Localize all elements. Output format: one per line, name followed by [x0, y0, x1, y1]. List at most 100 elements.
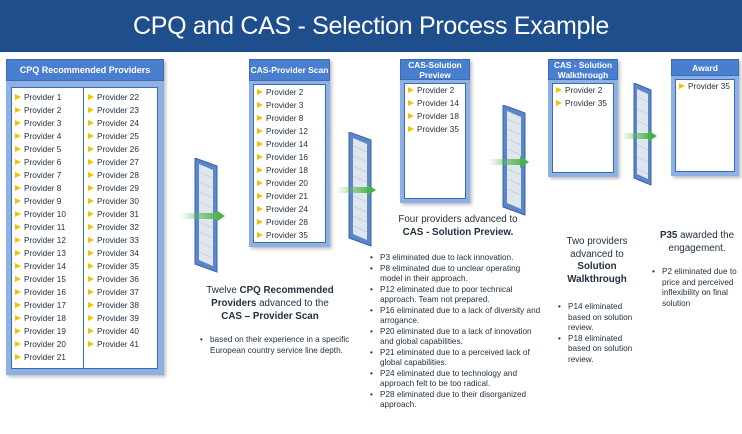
- bullet-triangle-icon: [88, 276, 94, 282]
- cpq-providers-panel: CPQ Recommended Providers Provider 1 Prov…: [6, 59, 164, 375]
- stage3-bullets: P14 eliminated based on solution review.…: [558, 302, 640, 365]
- provider-name: Provider 2: [417, 86, 455, 95]
- provider-scan-title: CAS-Provider Scan: [249, 59, 330, 81]
- stage4-line1-bold: P35: [659, 230, 678, 241]
- stage1-line1-text: Twelve: [206, 285, 240, 296]
- stage1-line1-bold: CPQ Recommended: [239, 285, 334, 296]
- bullet-triangle-icon: [15, 211, 21, 217]
- arrow-2-icon: [367, 184, 376, 196]
- provider-list-item: Provider 37: [88, 286, 139, 299]
- provider-name: Provider 6: [24, 158, 62, 167]
- provider-list-item: Provider 32: [88, 221, 139, 234]
- provider-name: Provider 12: [24, 236, 66, 245]
- arrow-4-icon: [648, 130, 657, 142]
- provider-list-item: Provider 1: [15, 91, 66, 104]
- bullet-triangle-icon: [88, 315, 94, 321]
- provider-name: Provider 20: [266, 179, 308, 188]
- provider-list-item: Provider 25: [88, 130, 139, 143]
- provider-name: Provider 38: [97, 301, 139, 310]
- stage3-line3-bold: Solution: [577, 261, 617, 272]
- provider-name: Provider 18: [417, 112, 459, 121]
- provider-list-item: Provider 35: [408, 123, 459, 136]
- bullet-triangle-icon: [88, 263, 94, 269]
- provider-name: Provider 16: [266, 153, 308, 162]
- stage2-line2-bold: CAS - Solution Preview.: [402, 227, 514, 238]
- bullet-triangle-icon: [679, 83, 685, 89]
- bullet-triangle-icon: [88, 120, 94, 126]
- provider-list-item: Provider 35: [88, 260, 139, 273]
- bullet-triangle-icon: [15, 315, 21, 321]
- page-title: CPQ and CAS - Selection Process Example: [132, 11, 609, 40]
- stage1-summary: Twelve CPQ Recommended Providers advance…: [196, 284, 344, 323]
- provider-name: Provider 35: [266, 231, 308, 240]
- provider-name: Provider 11: [24, 223, 66, 232]
- provider-name: Provider 35: [565, 99, 607, 108]
- provider-list-item: Provider 19: [15, 325, 66, 338]
- arrow-1-shaft: [180, 213, 216, 219]
- bullet-triangle-icon: [88, 302, 94, 308]
- provider-list-item: Provider 4: [15, 130, 66, 143]
- bullet-triangle-icon: [15, 172, 21, 178]
- provider-list-item: Provider 20: [257, 177, 308, 190]
- provider-name: Provider 24: [97, 119, 139, 128]
- provider-list-item: Provider 24: [88, 117, 139, 130]
- provider-list-item: Provider 40: [88, 325, 139, 338]
- provider-list-item: Provider 38: [88, 299, 139, 312]
- provider-name: Provider 7: [24, 171, 62, 180]
- provider-name: Provider 21: [266, 192, 308, 201]
- bullet-triangle-icon: [257, 232, 263, 238]
- bullet-item: P18 eliminated based on solution review.: [558, 334, 640, 366]
- bullet-triangle-icon: [257, 115, 263, 121]
- title-banner: CPQ and CAS - Selection Process Example: [0, 0, 742, 52]
- provider-list-item: Provider 23: [88, 104, 139, 117]
- provider-list-item: Provider 8: [257, 112, 308, 125]
- bullet-triangle-icon: [15, 250, 21, 256]
- provider-name: Provider 10: [24, 210, 66, 219]
- stage1-line3-bold: CAS – Provider Scan: [221, 311, 319, 322]
- provider-list-item: Provider 8: [15, 182, 66, 195]
- provider-list-item: Provider 21: [257, 190, 308, 203]
- arrow-2-shaft: [337, 187, 367, 193]
- bullet-triangle-icon: [88, 341, 94, 347]
- cpq-panel-title: CPQ Recommended Providers: [6, 59, 164, 81]
- bullet-triangle-icon: [15, 94, 21, 100]
- provider-name: Provider 1: [24, 93, 62, 102]
- provider-name: Provider 17: [24, 301, 66, 310]
- bullet-triangle-icon: [408, 87, 414, 93]
- stage2-summary: Four providers advanced to CAS - Solutio…: [376, 213, 540, 239]
- provider-list-item: Provider 18: [408, 110, 459, 123]
- bullet-triangle-icon: [15, 302, 21, 308]
- provider-list-item: Provider 2: [257, 86, 308, 99]
- provider-name: Provider 35: [417, 125, 459, 134]
- bullet-triangle-icon: [15, 120, 21, 126]
- bullet-item: P12 eliminated due to poor technical app…: [370, 285, 542, 306]
- provider-name: Provider 34: [97, 249, 139, 258]
- provider-name: Provider 5: [24, 145, 62, 154]
- provider-list-item: Provider 14: [408, 97, 459, 110]
- bullet-triangle-icon: [88, 237, 94, 243]
- bullet-triangle-icon: [257, 219, 263, 225]
- provider-list-item: Provider 27: [88, 156, 139, 169]
- bullet-item: P21 eliminated due to a perceived lack o…: [370, 348, 542, 369]
- provider-name: Provider 28: [97, 171, 139, 180]
- bullet-triangle-icon: [88, 94, 94, 100]
- provider-name: Provider 22: [97, 93, 139, 102]
- provider-list-item: Provider 13: [15, 247, 66, 260]
- bullet-triangle-icon: [88, 250, 94, 256]
- bullet-triangle-icon: [88, 172, 94, 178]
- arrow-3-icon: [520, 156, 529, 168]
- bullet-item: P8 eliminated due to unclear operating m…: [370, 264, 542, 285]
- provider-list-item: Provider 6: [15, 156, 66, 169]
- provider-list-item: Provider 5: [15, 143, 66, 156]
- provider-list-item: Provider 31: [88, 208, 139, 221]
- provider-name: Provider 4: [24, 132, 62, 141]
- bullet-triangle-icon: [15, 133, 21, 139]
- solution-walkthrough-title-line1: CAS - Solution: [553, 59, 613, 70]
- provider-name: Provider 21: [24, 353, 66, 362]
- provider-name: Provider 26: [97, 145, 139, 154]
- provider-list-item: Provider 24: [257, 203, 308, 216]
- provider-name: Provider 27: [97, 158, 139, 167]
